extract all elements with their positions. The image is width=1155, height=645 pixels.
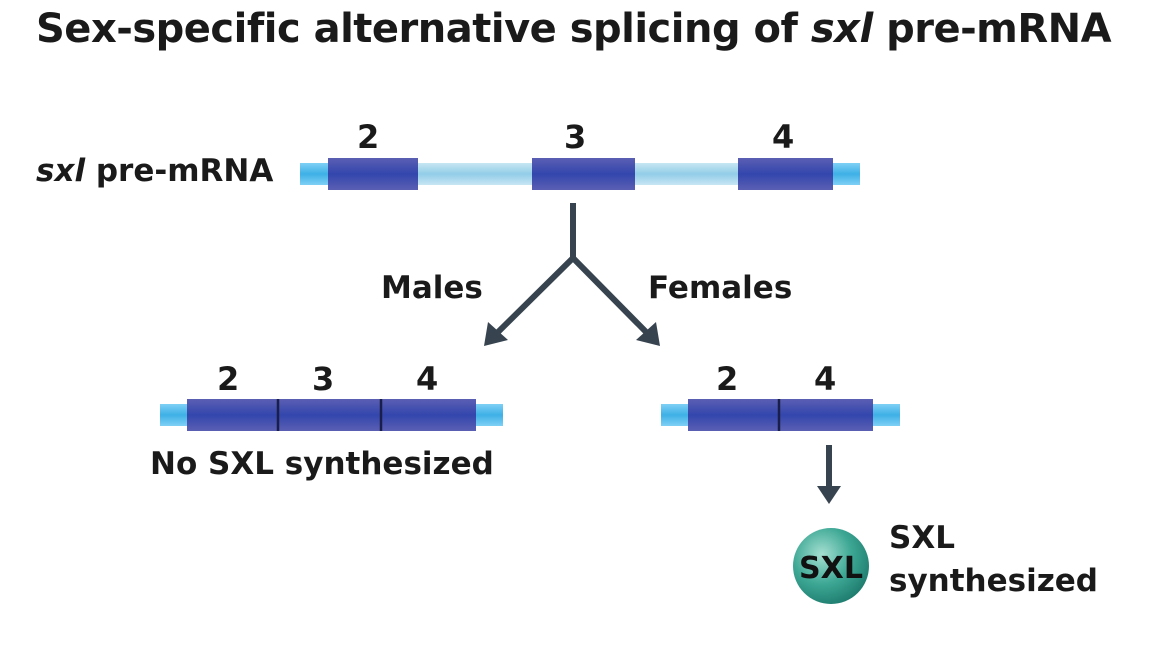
females-result-line2: synthesized	[889, 563, 1098, 599]
pre-mrna-exon-number: 2	[357, 118, 380, 156]
male-exon-number: 2	[217, 360, 240, 398]
pre-mrna-exon-4	[738, 158, 833, 190]
sxl-protein	[793, 528, 869, 604]
pre-mrna-exon-2	[328, 158, 418, 190]
males-result: No SXL synthesized	[150, 446, 494, 482]
female-mrna	[661, 399, 900, 431]
pre-mrna-utr-3	[833, 163, 860, 185]
pre-mrna-exon-3	[532, 158, 635, 190]
page-title: Sex-specific alternative splicing of sxl…	[36, 6, 1112, 52]
female-exon-number: 4	[814, 360, 837, 398]
branch-arrow	[489, 203, 655, 341]
female-utr-3	[873, 404, 900, 426]
males-arrowhead	[484, 322, 508, 346]
sxl-protein-label: SXL	[799, 551, 863, 586]
male-utr-3	[476, 404, 503, 426]
female-utr-5	[661, 404, 688, 426]
females-result-line1: SXL	[889, 520, 955, 556]
male-utr-5	[160, 404, 187, 426]
females-label: Females	[648, 270, 793, 306]
pre-mrna-intron-2	[635, 163, 738, 185]
female-exons	[688, 399, 873, 431]
pre-mrna-exon-number: 3	[564, 118, 587, 156]
pre-mrna-transcript	[300, 158, 860, 190]
pre-mrna-intron-1	[418, 163, 532, 185]
pre-mrna-exon-number: 4	[772, 118, 795, 156]
translation-arrowhead	[817, 486, 841, 504]
male-exon-number: 3	[312, 360, 335, 398]
male-mrna	[160, 399, 503, 431]
females-arrowhead	[636, 322, 660, 346]
pre-mrna-label: sxl pre-mRNA	[36, 153, 274, 189]
male-exons	[187, 399, 476, 431]
male-exon-number: 4	[416, 360, 439, 398]
males-label: Males	[381, 270, 483, 306]
pre-mrna-utr-5	[300, 163, 328, 185]
female-exon-number: 2	[716, 360, 739, 398]
